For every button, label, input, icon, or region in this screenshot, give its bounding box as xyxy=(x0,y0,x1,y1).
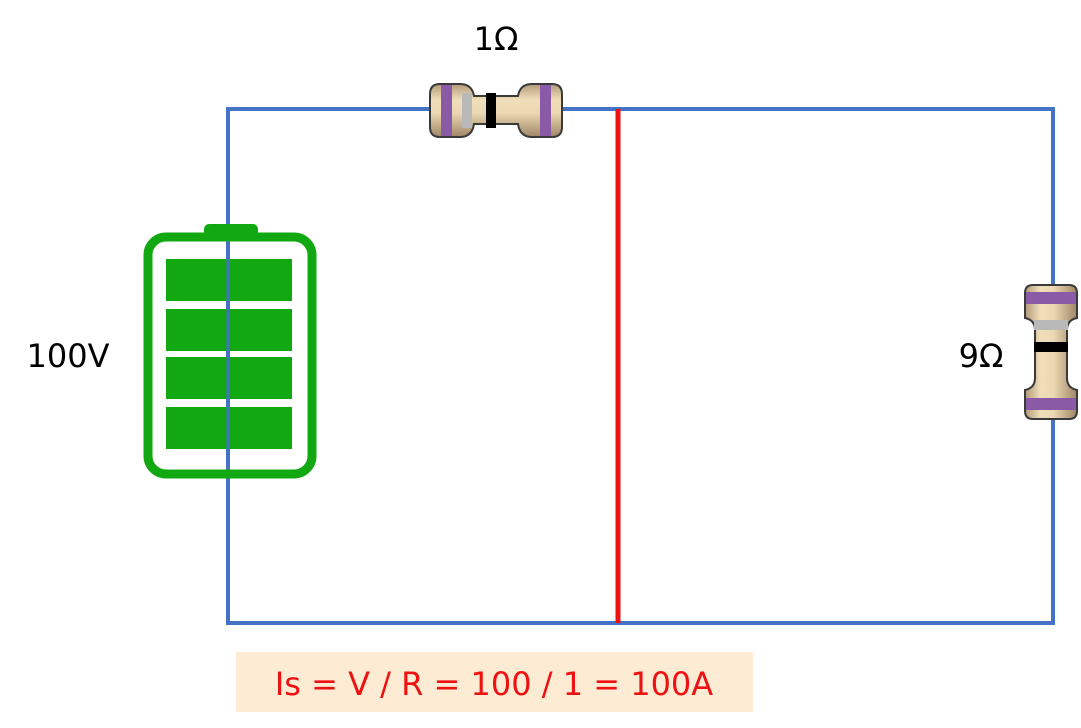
battery-voltage-label: 100V xyxy=(27,337,110,375)
resistor-top-band xyxy=(462,93,472,128)
battery-casing xyxy=(143,232,317,479)
formula-text: Is = V / R = 100 / 1 = 100A xyxy=(275,665,713,703)
resistor-top-band xyxy=(441,85,452,136)
resistor-right-label: 9Ω xyxy=(959,337,1004,375)
resistor-top-band xyxy=(486,93,496,128)
resistor-right-band xyxy=(1026,292,1076,304)
resistor-right-band xyxy=(1034,320,1068,330)
wire-top-right xyxy=(562,107,1055,285)
resistor-top-band xyxy=(540,85,551,136)
resistor-right-band xyxy=(1026,398,1076,410)
resistor-right-icon xyxy=(1024,284,1078,420)
wire-left-top xyxy=(226,107,430,232)
wire-right-bottom xyxy=(226,418,1055,625)
battery-icon xyxy=(143,224,317,479)
formula-box xyxy=(236,652,753,712)
wire-loop xyxy=(226,107,1055,625)
resistor-top-icon xyxy=(429,83,563,138)
resistor-top-label: 1Ω xyxy=(474,20,519,58)
resistor-right-band xyxy=(1034,342,1068,352)
